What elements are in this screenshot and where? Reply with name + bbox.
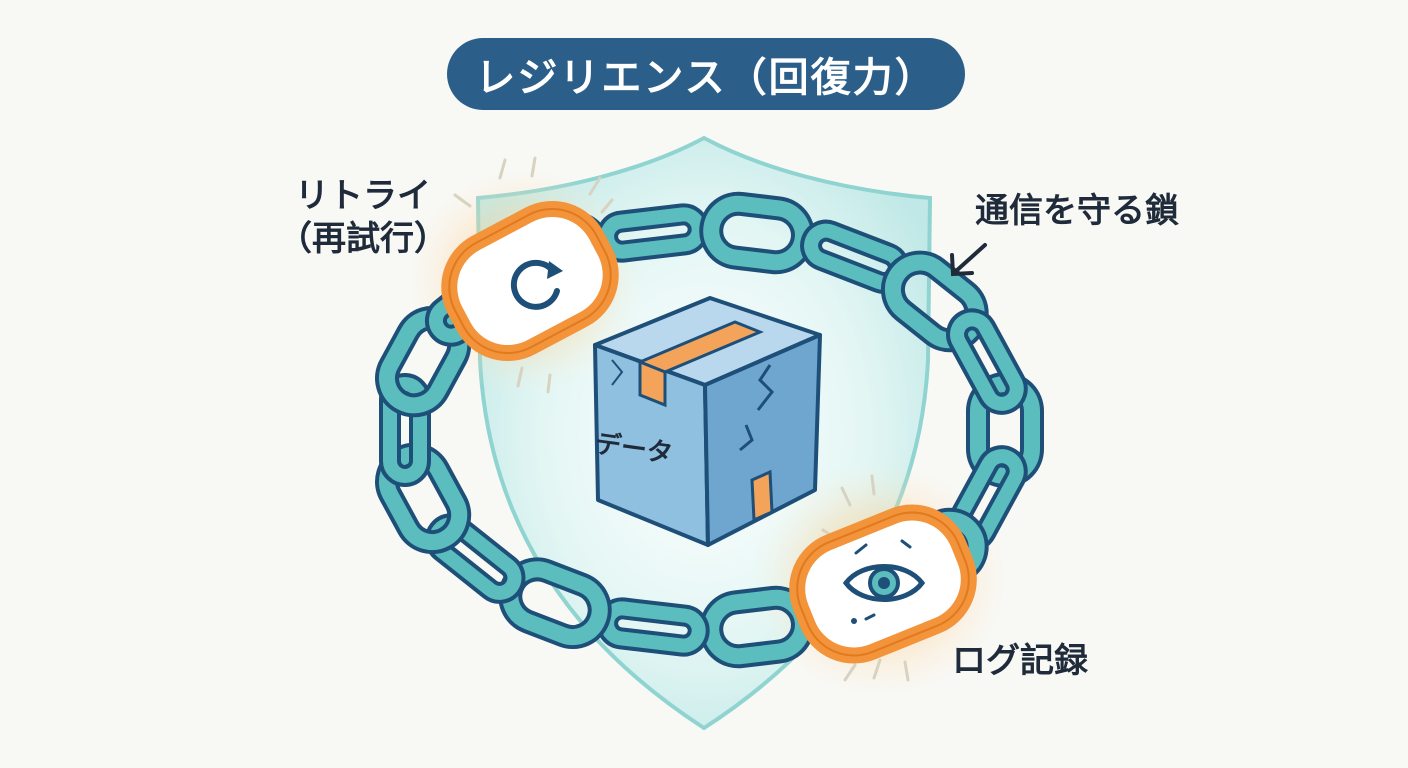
refresh-icon [510,259,563,310]
eye-icon [842,539,926,624]
log-label: ログ記録 [952,641,1088,681]
box-icon [593,296,822,547]
retry-link [441,200,619,362]
retry-label-line1: リトライ [295,176,431,216]
chain-link [375,442,472,555]
chain-label: 通信を守る鎖 [975,191,1179,231]
retry-label-line2: （再試行） [278,218,448,259]
retry-sparkles [453,156,614,394]
page-title: レジリエンス（回復力） [447,38,965,110]
chain [375,191,1044,669]
log-link [789,504,977,664]
arrow-icon [950,243,987,277]
retry-label: リトライ （再試行） [268,175,458,260]
chain-link [379,373,431,487]
chain-link [596,203,710,263]
chain-link [946,308,1028,415]
